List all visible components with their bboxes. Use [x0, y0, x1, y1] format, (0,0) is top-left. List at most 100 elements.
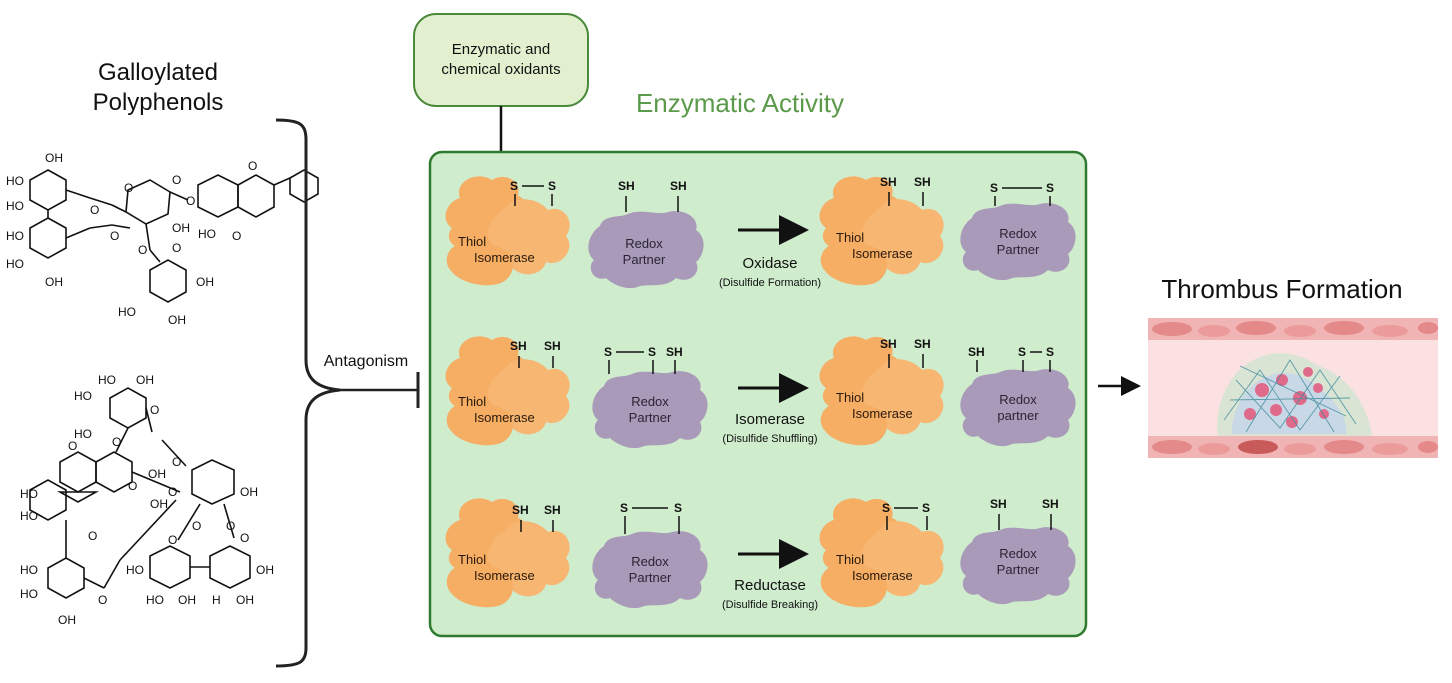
svg-text:O: O: [128, 479, 137, 493]
svg-text:O: O: [168, 533, 177, 547]
redox-label: Redox: [999, 546, 1037, 561]
svg-text:O: O: [168, 485, 177, 499]
partner-label: partner: [997, 408, 1039, 423]
svg-text:HO: HO: [6, 257, 24, 271]
svg-text:HO: HO: [6, 199, 24, 213]
isomerase-label: Isomerase: [852, 568, 913, 583]
svg-text:O: O: [110, 229, 119, 243]
sh-label: SH: [544, 339, 561, 353]
svg-text:HO: HO: [20, 587, 38, 601]
thiol-label: Thiol: [836, 552, 864, 567]
svg-text:OH: OH: [150, 497, 168, 511]
s-label: S: [620, 501, 628, 515]
polyphenols-title-line2: Polyphenols: [93, 89, 224, 116]
svg-text:OH: OH: [136, 373, 154, 387]
svg-text:HO: HO: [74, 427, 92, 441]
svg-text:HO: HO: [74, 389, 92, 403]
sh-label: SH: [666, 345, 683, 359]
s-label: S: [548, 179, 556, 193]
svg-text:O: O: [124, 181, 133, 195]
thiol-label: Thiol: [458, 234, 486, 249]
row-reductase: Thiol Isomerase SH SH Redox Partner S S …: [445, 497, 1076, 611]
row3-name: Reductase: [734, 577, 806, 594]
svg-text:O: O: [232, 229, 241, 243]
sh-label: SH: [670, 179, 687, 193]
sh-label: SH: [618, 179, 635, 193]
partner-label: Partner: [623, 252, 666, 267]
grouping-bracket: [275, 118, 341, 668]
svg-text:OH: OH: [168, 313, 186, 327]
svg-text:OH: OH: [45, 151, 63, 165]
svg-text:O: O: [112, 435, 121, 449]
svg-text:OH: OH: [178, 593, 196, 607]
partner-label: Partner: [629, 410, 672, 425]
s-label: S: [922, 501, 930, 515]
s-label: S: [1018, 345, 1026, 359]
thiol-label: Thiol: [836, 230, 864, 245]
svg-text:OH: OH: [256, 563, 274, 577]
s-label: S: [510, 179, 518, 193]
svg-text:O: O: [90, 203, 99, 217]
sh-label: SH: [510, 339, 527, 353]
chemical-structure-2: HO OH HO HO O OH OH O O OH O O O O O O H…: [20, 373, 274, 627]
s-label: S: [674, 501, 682, 515]
thiol-label: Thiol: [836, 390, 864, 405]
oxidants-line1: Enzymatic and: [452, 41, 550, 58]
redox-label: Redox: [999, 226, 1037, 241]
isomerase-label: Isomerase: [474, 250, 535, 265]
oxidants-box: [413, 13, 589, 107]
s-label: S: [882, 501, 890, 515]
row2-name: Isomerase: [735, 411, 805, 428]
row-oxidase: Thiol Isomerase S S Redox Partner SH SH …: [445, 175, 1076, 289]
sh-label: SH: [544, 503, 561, 517]
s-label: S: [604, 345, 612, 359]
thrombus-illustration: [1148, 318, 1438, 458]
row1-sub: (Disulfide Formation): [719, 277, 821, 289]
s-label: S: [648, 345, 656, 359]
isomerase-label: Isomerase: [474, 410, 535, 425]
svg-text:HO: HO: [20, 563, 38, 577]
svg-text:HO: HO: [146, 593, 164, 607]
svg-text:HO: HO: [126, 563, 144, 577]
svg-text:HO: HO: [20, 509, 38, 523]
svg-text:O: O: [172, 455, 181, 469]
svg-text:O: O: [150, 403, 159, 417]
thrombus-title: Thrombus Formation: [1161, 274, 1402, 304]
isomerase-label: Isomerase: [852, 406, 913, 421]
sh-label: SH: [968, 345, 985, 359]
svg-text:O: O: [68, 439, 77, 453]
row3-sub: (Disulfide Breaking): [722, 599, 818, 611]
svg-text:O: O: [226, 519, 235, 533]
chemical-structure-1: OH HO HO HO HO OH O O O O O O OH HO O O …: [6, 151, 319, 327]
oxidants-line2: chemical oxidants: [441, 61, 560, 78]
svg-text:HO: HO: [6, 174, 24, 188]
svg-text:OH: OH: [148, 467, 166, 481]
polyphenols-title-line1: Galloylated: [98, 59, 218, 86]
thiol-label: Thiol: [458, 552, 486, 567]
svg-text:OH: OH: [240, 485, 258, 499]
row-isomerase: Thiol Isomerase SH SH Redox Partner S S …: [445, 336, 1076, 449]
sh-label: SH: [512, 503, 529, 517]
s-label: S: [1046, 345, 1054, 359]
svg-text:OH: OH: [45, 275, 63, 289]
svg-text:O: O: [248, 159, 257, 173]
sh-label: SH: [914, 337, 931, 351]
sh-label: SH: [1042, 497, 1059, 511]
isomerase-label: Isomerase: [852, 246, 913, 261]
redox-label: Redox: [631, 394, 669, 409]
sh-label: SH: [880, 175, 897, 189]
partner-label: Partner: [997, 562, 1040, 577]
svg-text:OH: OH: [236, 593, 254, 607]
svg-text:O: O: [186, 194, 195, 208]
sh-label: SH: [990, 497, 1007, 511]
partner-label: Partner: [997, 242, 1040, 257]
svg-text:HO: HO: [6, 229, 24, 243]
svg-text:OH: OH: [172, 221, 190, 235]
redox-label: Redox: [631, 554, 669, 569]
svg-text:OH: OH: [58, 613, 76, 627]
svg-text:O: O: [240, 531, 249, 545]
redox-label: Redox: [625, 236, 663, 251]
s-label: S: [1046, 181, 1054, 195]
row1-name: Oxidase: [742, 255, 797, 272]
